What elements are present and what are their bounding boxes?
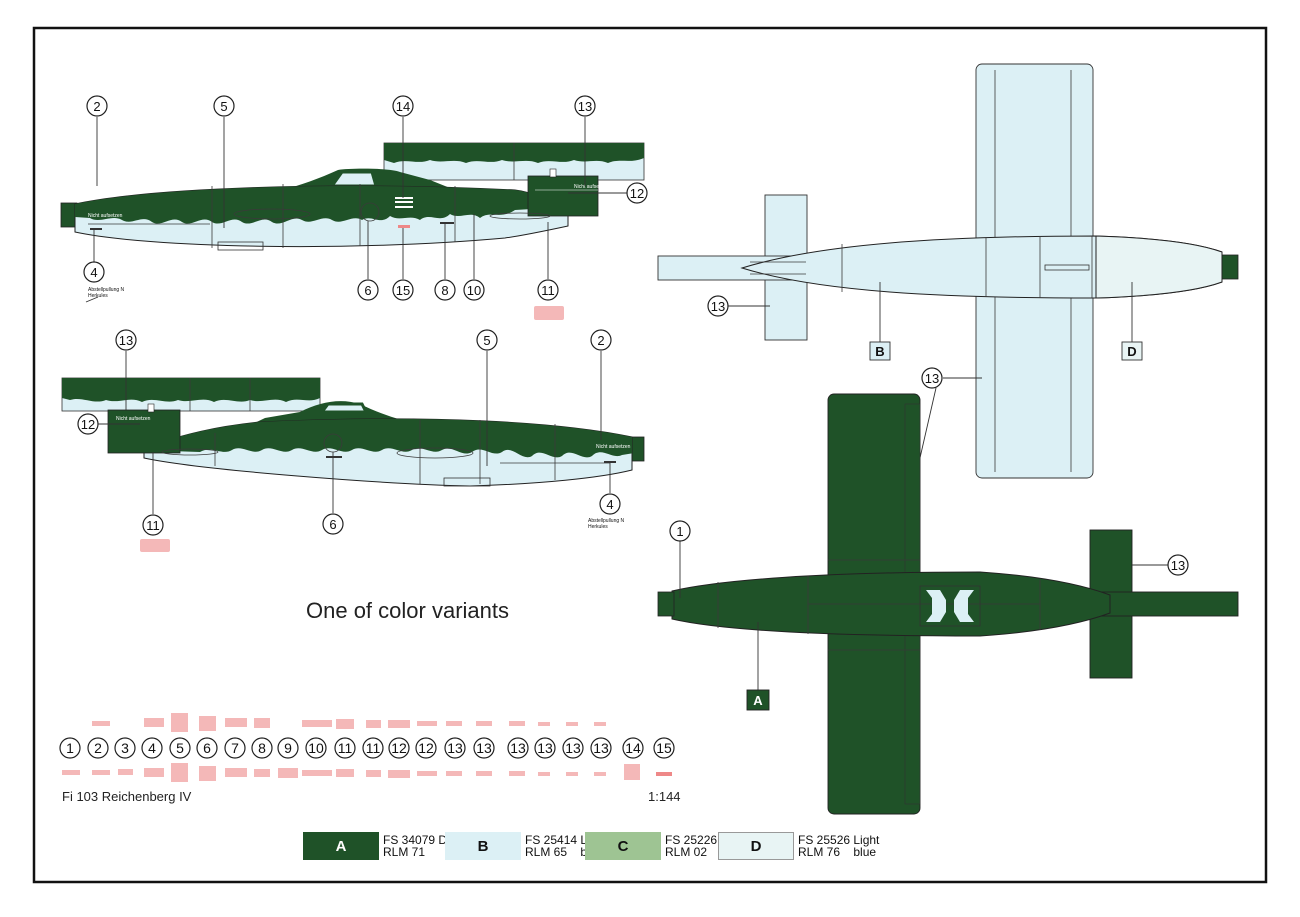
decal-num: 13: [510, 740, 526, 756]
callout-14: 14: [396, 99, 410, 114]
legend-label-c-line2: RLM 02: [665, 845, 708, 859]
decal-num: 3: [121, 740, 129, 756]
color-marker-b: B: [875, 344, 884, 359]
legend-swatch-c: C: [585, 832, 661, 860]
side-view-left-profile: Nicht aufsetzen Nicht aufsetzen 2 5 14 1…: [60, 95, 648, 320]
bottom-view: 1 A 13: [657, 393, 1239, 815]
legend-swatch-d: D: [718, 832, 794, 860]
callout-4: 4: [90, 265, 97, 280]
fuselage-stencil-2: Nicht aufsetzen: [596, 444, 631, 450]
legend-label-d-line2: RLM 76 blue: [798, 845, 877, 859]
callout-2-b: 2: [597, 333, 604, 348]
decal-num: 11: [338, 740, 353, 756]
callout-13: 13: [578, 99, 592, 114]
legend-label-a-line2: RLM 71: [383, 845, 426, 859]
decal-num: 8: [258, 740, 266, 756]
callout-4-b: 4: [606, 497, 613, 512]
decal-sheet: 1 2 3 4 5 6 7 8 9 10 11 11 12 12 13 13 1…: [59, 713, 675, 782]
tail-stencil: Nicht aufsetzen: [574, 184, 609, 190]
decal-num: 13: [476, 740, 492, 756]
decal-num: 9: [284, 740, 292, 756]
decal-num: 2: [94, 740, 102, 756]
callout-12: 12: [630, 186, 644, 201]
sheet-frame: [32, 26, 1268, 884]
callout-13-b: 13: [119, 333, 133, 348]
legend-swatch-a: A: [303, 832, 379, 860]
decal-num: 1: [66, 740, 74, 756]
callout-2: 2: [93, 99, 100, 114]
callout-8: 8: [441, 283, 448, 298]
decal-num: 13: [593, 740, 609, 756]
legend-label-d-line1: FS 25526 Light: [798, 833, 880, 847]
decal-num: 13: [537, 740, 553, 756]
callout-12-b: 12: [81, 417, 95, 432]
decal-num: 11: [366, 740, 381, 756]
side-view-right-profile: Nicht aufsetzen Nicht aufsetzen 13 5 2 1…: [61, 329, 645, 552]
decal-num: 6: [203, 740, 211, 756]
herkules-label: Herkules: [88, 293, 108, 299]
tail-stencil-2: Nicht aufsetzen: [116, 416, 151, 422]
decal-num: 7: [231, 740, 239, 756]
callout-5-b: 5: [483, 333, 490, 348]
decal-num: 14: [625, 740, 641, 756]
fuselage-stencil: Nicht aufsetzen: [88, 213, 123, 219]
callout-15: 15: [396, 283, 410, 298]
abstell-label: Abstellpullung N: [88, 287, 125, 293]
callout-5: 5: [220, 99, 227, 114]
decal-num: 13: [565, 740, 581, 756]
decal-11-detail: [534, 306, 564, 320]
color-marker-d: D: [1127, 344, 1136, 359]
callout-13-top: 13: [711, 299, 725, 314]
callout-13-bottom: 13: [1171, 558, 1185, 573]
callout-11-b: 11: [146, 518, 160, 533]
callout-1-bottom: 1: [676, 524, 683, 539]
scale-label: 1:144: [648, 789, 681, 804]
decal-num: 12: [418, 740, 434, 756]
decal-num: 10: [308, 740, 324, 756]
legend-swatch-b: B: [445, 832, 521, 860]
abstell-label-2: Abstellpullung N: [588, 518, 625, 524]
decal-num: 4: [148, 740, 156, 756]
callout-10: 10: [467, 283, 481, 298]
decal-num: 13: [447, 740, 463, 756]
variant-caption: One of color variants: [306, 598, 509, 623]
callout-6: 6: [364, 283, 371, 298]
decal-num: 12: [391, 740, 407, 756]
model-name: Fi 103 Reichenberg IV: [62, 789, 192, 804]
decal-num: 15: [656, 740, 672, 756]
decal-11-detail-2: [140, 539, 170, 552]
top-view: 13 B D 13: [657, 63, 1239, 485]
herkules-label-2: Herkules: [588, 524, 608, 530]
decal-num: 5: [176, 740, 184, 756]
callout-13-top-2: 13: [925, 371, 939, 386]
color-marker-a: A: [753, 693, 763, 708]
callout-11: 11: [541, 283, 555, 298]
tail-tube-bottom: [1099, 591, 1239, 617]
callout-6-b: 6: [329, 517, 336, 532]
